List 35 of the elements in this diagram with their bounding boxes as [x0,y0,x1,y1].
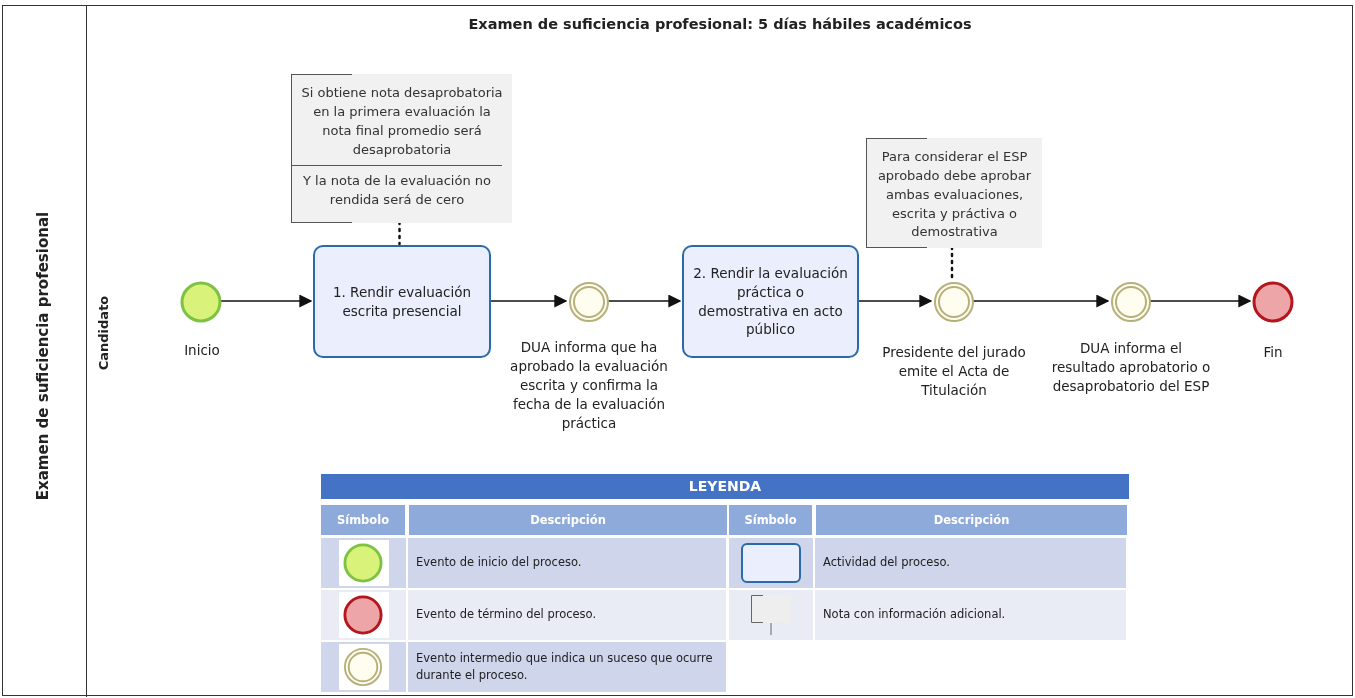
intermediate-event-circle [933,281,975,323]
legend-text: Nota con información adicional. [815,590,1126,640]
end-event-circle [1252,281,1294,323]
annotation-note [291,74,512,223]
intermediate-event-circle [1110,281,1152,323]
sequence-arrow [972,294,1110,308]
column-header: Descripción [816,505,1127,535]
note-text: Para considerar el ESP aprobado debe aprobar ambas evaluaciones, escrita y práctiva o demostrativa [876,148,1033,242]
legend-header: LEYENDA [321,474,1129,499]
intermediate-event-circle [568,281,610,323]
event-label: Presidente del jurado emite el Acta de Titulación [881,343,1027,400]
lane-label: Candidato [96,294,112,373]
legend-text: Evento de inicio del proceso. [408,538,726,588]
legend-text: Evento intermedio que indica un suceso que ocurre durante el proceso. [408,642,726,692]
annotation-note [866,138,1042,248]
diagram-title: Examen de suficiencia profesional: 5 días hábiles académicos [467,16,973,32]
column-header: Símbolo [729,505,812,535]
activity-label: 1. Rendir evaluación escrita presencial [331,282,473,321]
sequence-arrow [1149,294,1252,308]
event-label: DUA informa el resultado aprobatorio o desaprobatorio del ESP [1050,339,1212,396]
start-event-circle [180,281,222,323]
note-text: Si obtiene nota desaprobatoria en la primera evaluación la nota final promedio será desaprobatoria [300,84,504,159]
sequence-arrow [607,294,682,308]
activity-box [313,245,491,358]
event-label: Fin [1262,343,1284,362]
activity-label: 2. Rendir la evaluación práctica o demostrativa en acto público [692,263,849,340]
event-label: DUA informa que ha aprobado la evaluación escrita y confirma la fecha de la evaluación práctica [509,338,669,433]
activity-box [682,245,859,358]
legend-text: Actividad del proceso. [815,538,1126,588]
pool-label: Examen de suficiencia profesional [34,210,53,503]
legend-text: Evento de término del proceso. [408,590,726,640]
column-header: Símbolo [321,505,405,535]
column-header: Descripción [409,505,727,535]
note-text: Y la nota de la evaluación no rendida será de cero [292,165,502,217]
event-label: Inicio [183,341,221,360]
